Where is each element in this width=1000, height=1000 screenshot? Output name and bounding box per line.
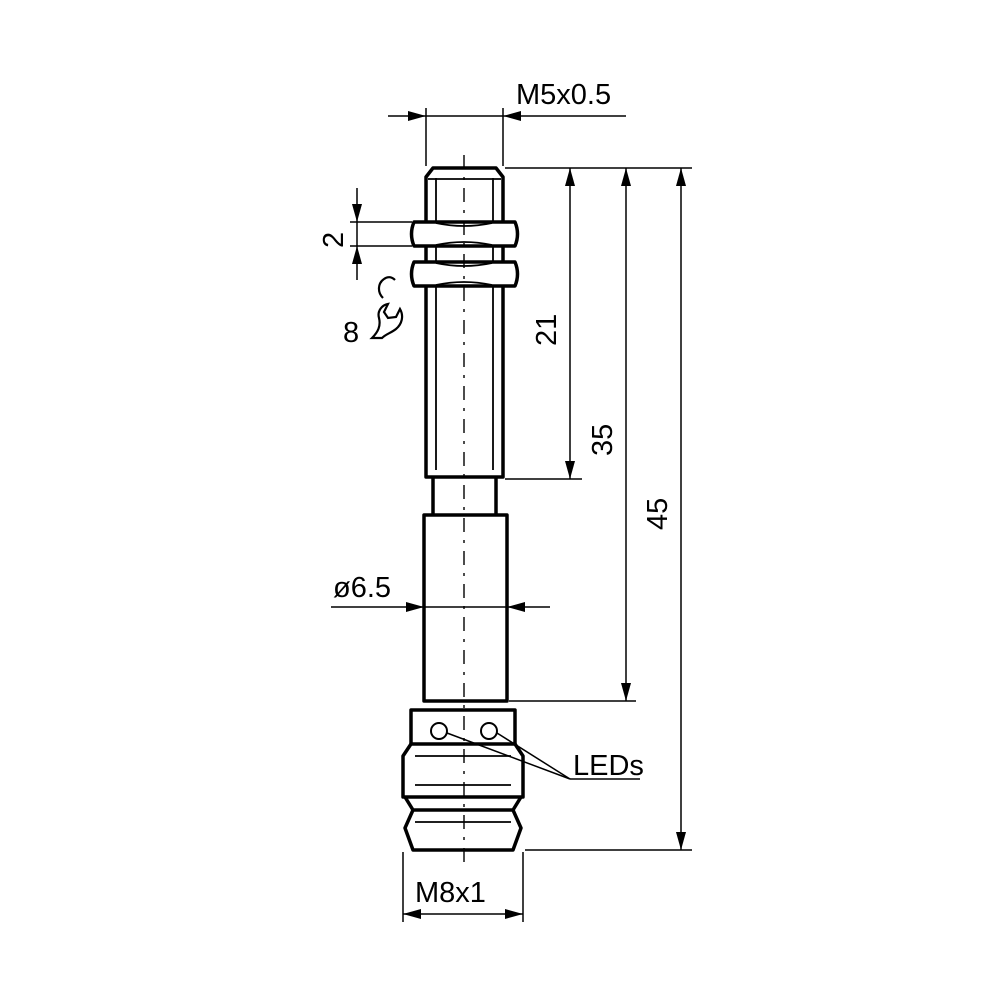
- dim-connector-m8: M8x1: [402, 852, 524, 922]
- label-m5-thread: M5x0.5: [516, 79, 611, 111]
- wrench-size: 8: [343, 276, 404, 349]
- label-nut-height: 2: [318, 232, 350, 248]
- dim-thread-m5: M5x0.5: [388, 79, 626, 166]
- dim-length-35: 35: [509, 167, 636, 702]
- label-m8-connector: M8x1: [415, 877, 486, 909]
- dim-nut-height: 2: [318, 188, 412, 280]
- dim-length-21: 21: [505, 167, 582, 480]
- label-diameter: ø6.5: [333, 572, 391, 604]
- led-indicator-2: [480, 722, 498, 740]
- sensor-body: [401, 155, 525, 865]
- label-leds: LEDs: [573, 750, 644, 782]
- label-length-45: 45: [642, 498, 674, 530]
- label-length-21: 21: [531, 314, 563, 346]
- leds-callout: LEDs: [446, 732, 644, 782]
- label-wrench-size: 8: [343, 317, 359, 349]
- connector-head: [401, 708, 525, 852]
- sensor-neck: [431, 477, 498, 515]
- dim-length-45: 45: [525, 167, 692, 851]
- threaded-barrel: [424, 166, 505, 479]
- hex-nut-lower: [409, 260, 520, 288]
- sensor-housing: [422, 513, 509, 703]
- led-indicator-1: [430, 722, 448, 740]
- label-length-35: 35: [587, 424, 619, 456]
- dim-diameter: ø6.5: [331, 572, 550, 612]
- wrench-icon: [369, 276, 404, 340]
